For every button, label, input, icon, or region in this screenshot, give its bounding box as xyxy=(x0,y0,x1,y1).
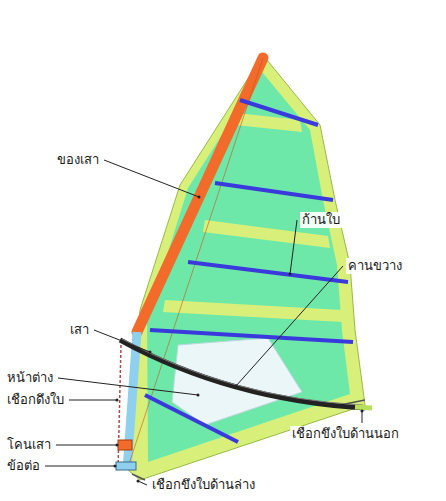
part-label: ของเสา xyxy=(55,152,101,168)
mast-base xyxy=(118,440,132,450)
downhaul-rope xyxy=(118,345,121,470)
window xyxy=(172,338,302,425)
boom-end xyxy=(355,407,372,408)
boom-highlight xyxy=(122,339,363,405)
joint xyxy=(116,462,136,470)
batten xyxy=(150,330,353,342)
leader-line xyxy=(45,466,115,467)
part-label: เชือกดึงใบ xyxy=(5,392,66,408)
leader-line xyxy=(69,400,117,401)
batten xyxy=(240,100,318,125)
part-label: คานขวาง xyxy=(346,258,404,274)
batten xyxy=(188,262,348,282)
leader-dot xyxy=(116,444,119,447)
part-label: เชือกขึงใบด้านล่าง xyxy=(150,477,257,493)
leader-dot xyxy=(197,394,200,397)
leader-line xyxy=(290,220,297,274)
leader-line xyxy=(236,266,343,386)
leader-dot xyxy=(149,351,152,354)
batten xyxy=(215,183,333,200)
leader-dot xyxy=(198,196,201,199)
part-label: ก้านใบ xyxy=(300,212,342,228)
leader-dot xyxy=(114,465,117,468)
mast-sleeve xyxy=(137,58,263,332)
sail-band xyxy=(163,300,343,322)
leader-dot xyxy=(361,410,364,413)
leader-line xyxy=(58,378,198,395)
foot-rope xyxy=(132,474,145,480)
part-label: หน้าต่าง xyxy=(5,370,55,386)
leader-line xyxy=(362,411,363,423)
leader-line xyxy=(56,445,117,446)
leader-line xyxy=(104,160,199,197)
part-label: เชือกขึงใบด้านนอก xyxy=(290,426,401,442)
leader-dot xyxy=(235,385,238,388)
leader-line xyxy=(94,330,150,352)
leader-dot xyxy=(289,273,292,276)
leader-dot xyxy=(137,480,140,483)
boom xyxy=(120,340,365,408)
part-label: เสา xyxy=(68,322,91,338)
sail-outer xyxy=(128,55,365,480)
part-label: ข้อต่อ xyxy=(5,458,42,474)
outhaul-rope xyxy=(345,400,365,404)
batten xyxy=(145,395,238,442)
leader-dot xyxy=(116,399,119,402)
part-label: โคนเสา xyxy=(5,437,53,453)
